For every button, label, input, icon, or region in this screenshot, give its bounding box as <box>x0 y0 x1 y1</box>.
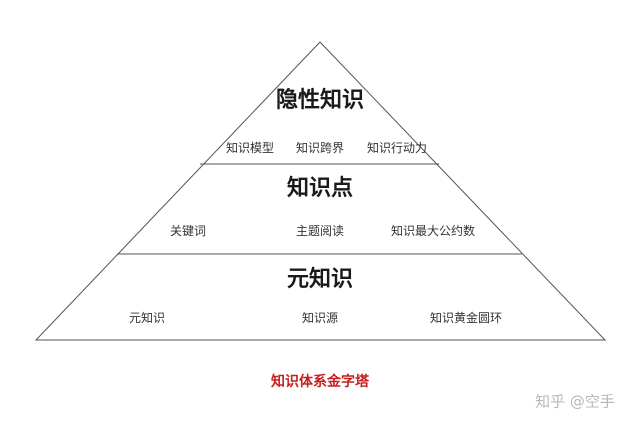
tier-3-item: 知识黄金圆环 <box>429 311 503 325</box>
tier-2-item: 主题阅读 <box>295 224 345 238</box>
tier-1-item: 知识模型 <box>225 141 275 155</box>
tier-1-item: 知识跨界 <box>295 141 345 155</box>
tier-3-title: 元知识 <box>286 267 354 292</box>
diagram-caption: 知识体系金字塔 <box>271 374 369 390</box>
tier-1-title: 隐性知识 <box>275 88 365 113</box>
tier-2-title: 知识点 <box>286 176 354 201</box>
tier-1-item: 知识行动力 <box>366 141 428 155</box>
tier-2-item: 知识最大公约数 <box>390 224 476 238</box>
tier-2-item: 关键词 <box>169 224 207 238</box>
watermark-logo: 知乎 @空手 <box>535 392 615 411</box>
tier-3-item: 元知识 <box>128 311 166 325</box>
tier-3-item: 知识源 <box>301 311 339 325</box>
pyramid-outline <box>34 41 607 341</box>
